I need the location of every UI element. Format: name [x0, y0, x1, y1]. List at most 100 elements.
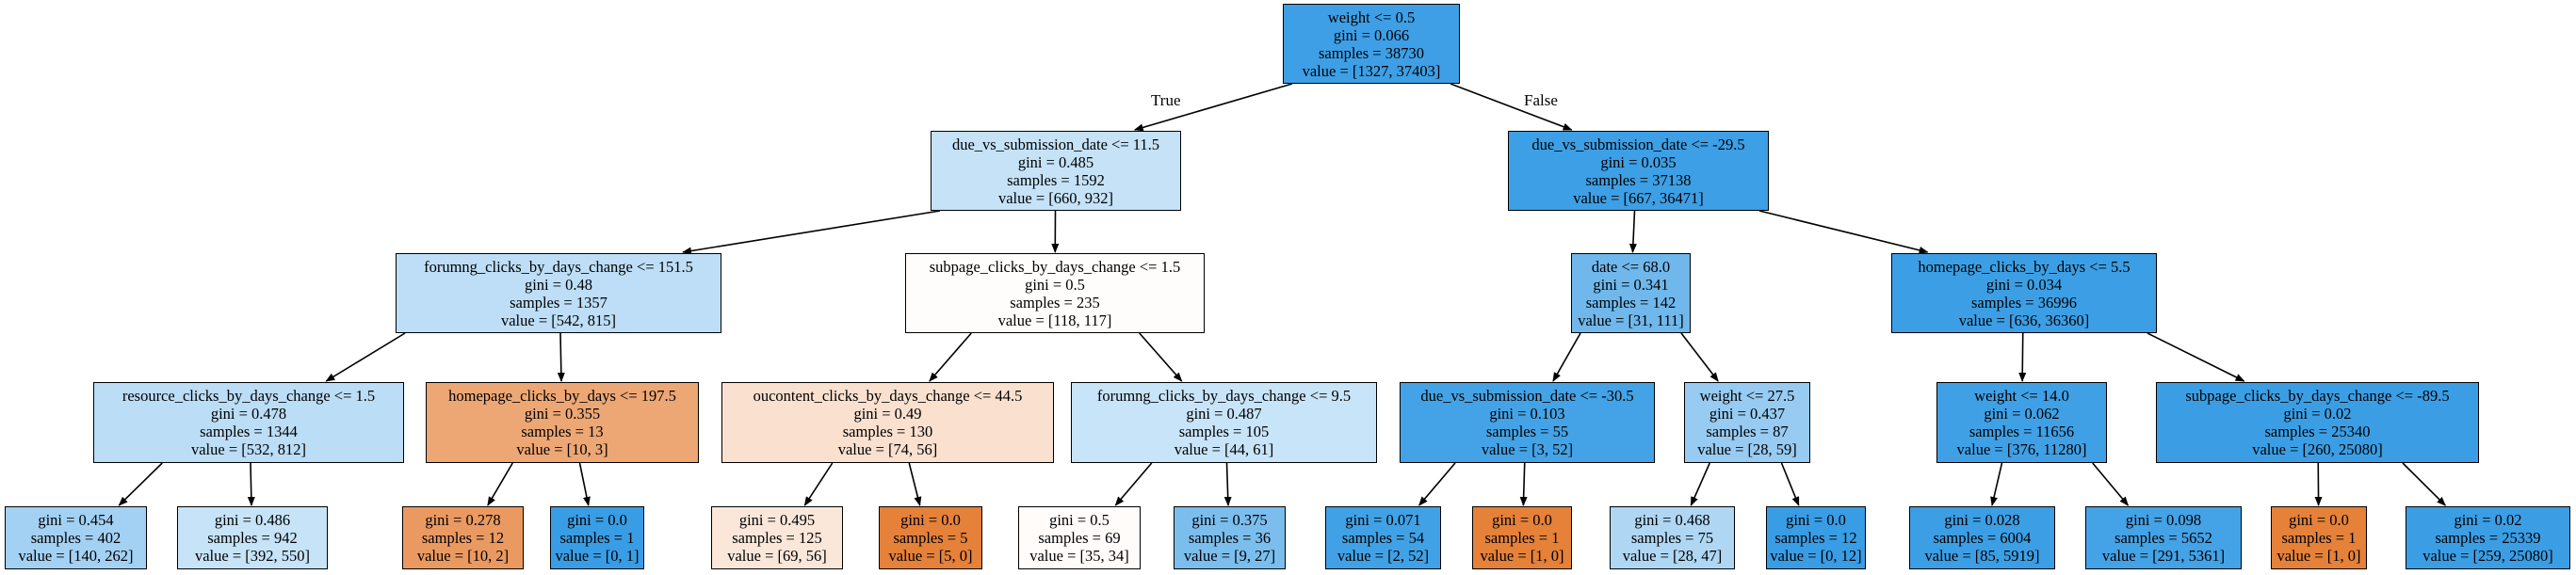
tree-edge	[1628, 210, 1637, 253]
node-text-line: weight <= 14.0	[1974, 387, 2069, 405]
node-text-line: value = [1, 0]	[2276, 547, 2361, 565]
node-text-line: forumng_clicks_by_days_change <= 9.5	[1096, 387, 1352, 405]
tree-edge	[1990, 462, 2003, 506]
node-text-line: samples = 235	[1010, 293, 1100, 311]
node-text-line: value = [532, 812]	[190, 440, 307, 458]
node-text-line: samples = 36996	[1971, 293, 2077, 311]
node-text-line: value = [31, 111]	[1578, 311, 1684, 329]
node-text-line: weight <= 27.5	[1699, 387, 1795, 405]
node-text-line: value = [140, 262]	[18, 547, 134, 565]
node-text-line: value = [259, 25080]	[2422, 547, 2553, 565]
node-text-line: gini = 0.02	[2283, 405, 2352, 423]
node-text-line: samples = 11656	[1968, 423, 2075, 440]
node-text-line: value = [1327, 37403]	[1302, 61, 1441, 80]
node-text-line: date <= 68.0	[1591, 257, 1671, 276]
node-text-line: samples = 130	[842, 423, 933, 440]
node-text-line: samples = 6004	[1933, 529, 2032, 547]
tree-edge	[803, 462, 834, 506]
node-text-line: samples = 87	[1706, 423, 1789, 440]
tree-edge	[2018, 332, 2027, 382]
tree-edge	[682, 210, 941, 255]
tree-edge	[2092, 462, 2130, 506]
node-text-line: resource_clicks_by_days_change <= 1.5	[122, 387, 376, 405]
node-text-line: gini = 0.486	[214, 511, 291, 529]
node-text-line: value = [85, 5919]	[1924, 547, 2040, 565]
node-text-line: samples = 12	[1774, 529, 1857, 547]
node-text-line: samples = 75	[1630, 529, 1714, 547]
node-text-line: gini = 0.5	[1049, 511, 1110, 529]
node-text-line: value = [1, 0]	[1480, 547, 1564, 565]
node-text-line: homepage_clicks_by_days <= 5.5	[1918, 257, 2130, 276]
node-text-line: value = [2, 52]	[1337, 547, 1430, 565]
node-text-line: gini = 0.066	[1333, 25, 1410, 44]
node-text-line: samples = 54	[1341, 529, 1425, 547]
node-text-line: gini = 0.375	[1191, 511, 1268, 529]
tree-edge	[1780, 462, 1800, 506]
node-text-line: gini = 0.49	[853, 405, 922, 423]
node-text-line: value = [5, 0]	[888, 547, 973, 565]
node-text-line: gini = 0.48	[524, 275, 593, 294]
node-text-line: value = [10, 3]	[516, 440, 608, 458]
tree-edge	[1519, 462, 1528, 506]
node-text-line: gini = 0.103	[1489, 405, 1565, 423]
node-text-line: gini = 0.0	[1786, 511, 1846, 529]
node-text-line: value = [667, 36471]	[1573, 188, 1704, 207]
node-text-line: value = [28, 47]	[1622, 547, 1723, 565]
tree-edge	[908, 462, 922, 506]
node-text-line: value = [660, 932]	[997, 188, 1114, 207]
node-text-line: value = [118, 117]	[997, 311, 1112, 329]
node-text-line: value = [44, 61]	[1174, 440, 1274, 458]
node-text-line: samples = 105	[1178, 423, 1270, 440]
tree-edge	[1139, 332, 1183, 382]
node-text-line: samples = 1	[1484, 529, 1560, 547]
node-text-line: value = [3, 52]	[1481, 440, 1574, 458]
node-text-line: gini = 0.478	[210, 405, 287, 423]
node-text-line: gini = 0.468	[1634, 511, 1710, 529]
tree-edge	[325, 332, 406, 382]
node-text-line: gini = 0.062	[1984, 405, 2060, 423]
tree-edge	[487, 462, 513, 506]
node-text-line: value = [9, 27]	[1183, 547, 1276, 565]
node-text-line: value = [28, 59]	[1697, 440, 1797, 458]
edge-label-false: False	[1524, 91, 1558, 109]
node-text-line: gini = 0.098	[2125, 511, 2202, 529]
node-text-line: value = [376, 11280]	[1956, 440, 2087, 458]
node-text-line: samples = 38730	[1319, 43, 1424, 62]
node-text-line: gini = 0.5	[1025, 275, 1085, 294]
node-text-line: samples = 402	[30, 529, 122, 547]
node-text-line: samples = 5652	[2114, 529, 2212, 547]
node-text-line: gini = 0.0	[567, 511, 627, 529]
node-text-line: oucontent_clicks_by_days_change <= 44.5	[753, 387, 1023, 405]
node-text-line: value = [0, 12]	[1770, 547, 1862, 565]
node-text-line: subpage_clicks_by_days_change <= -89.5	[2185, 387, 2450, 405]
tree-edge	[578, 462, 591, 506]
node-text-line: value = [69, 56]	[727, 547, 827, 565]
node-text-line: gini = 0.341	[1593, 275, 1669, 294]
tree-edge	[1223, 462, 1232, 506]
node-text-line: samples = 36	[1188, 529, 1272, 547]
node-text-line: samples = 13	[521, 423, 604, 440]
node-text-line: gini = 0.035	[1600, 152, 1677, 171]
node-text-line: samples = 5	[893, 529, 968, 547]
